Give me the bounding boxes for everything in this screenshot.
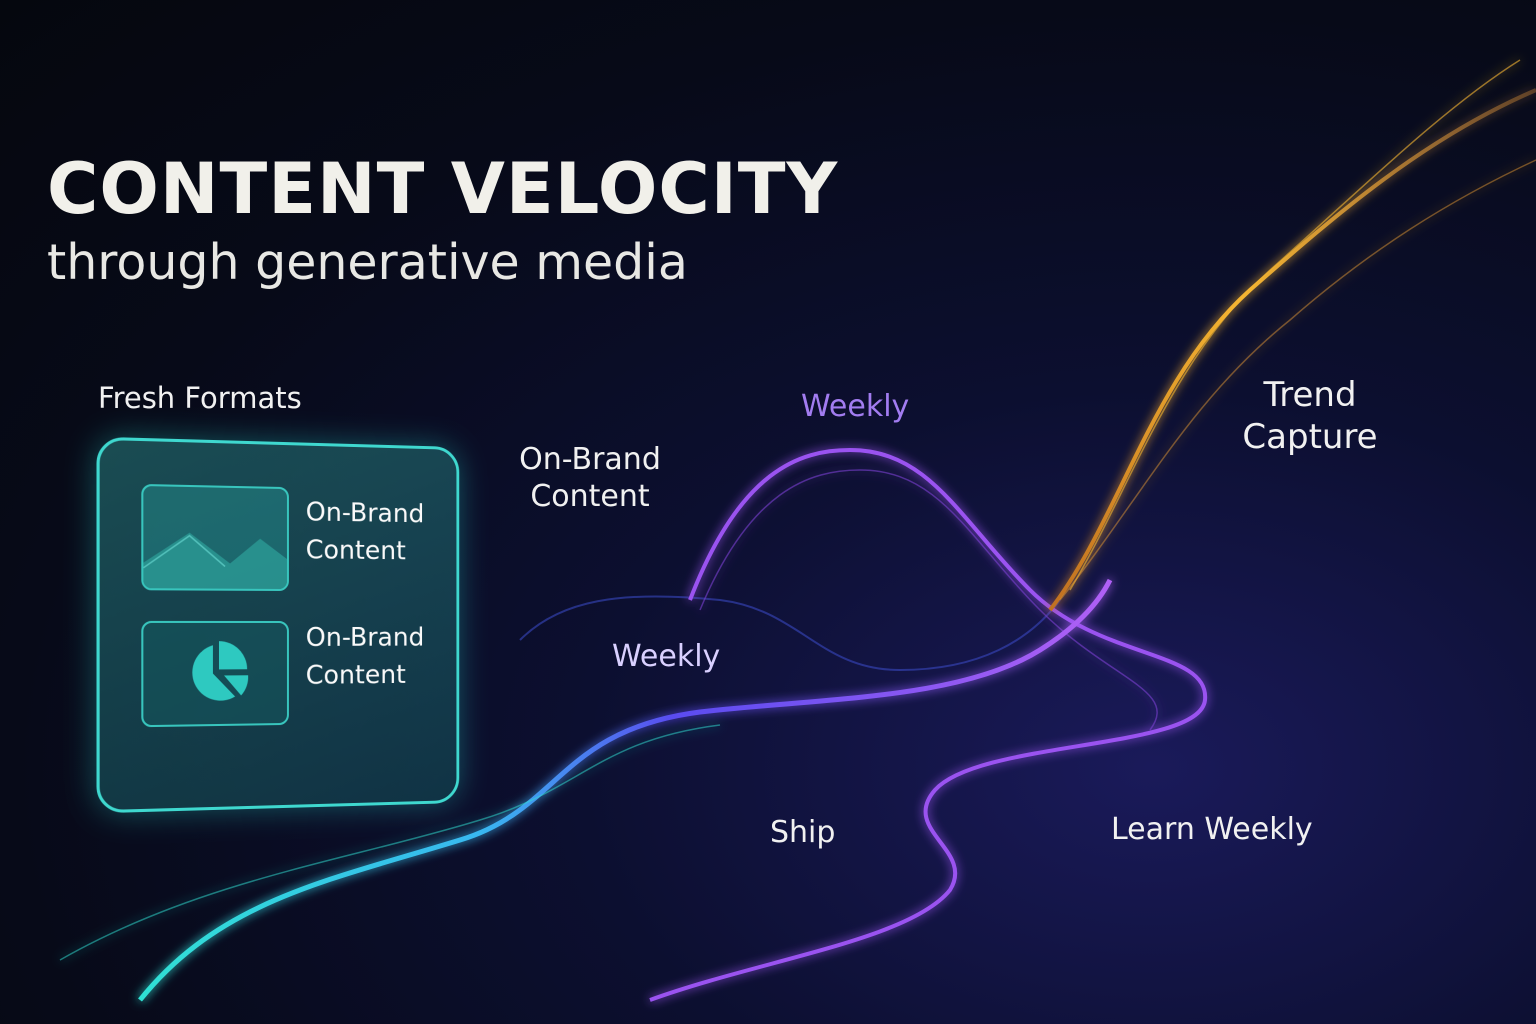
- trend-capture-label: Trend Capture: [1230, 374, 1390, 458]
- blue-band-curve: [520, 596, 1060, 670]
- ship-label: Ship: [770, 814, 835, 851]
- fresh-formats-label: Fresh Formats: [98, 380, 302, 417]
- on-brand-content-label: On-Brand Content: [500, 441, 680, 515]
- formats-card: On-Brand Content On-Brand Content: [97, 437, 460, 814]
- card-item-1-text: On-Brand Content: [306, 493, 425, 570]
- on-brand-line1: On-Brand: [500, 441, 680, 478]
- page-title: CONTENT VELOCITY: [47, 148, 838, 230]
- card-item-1-line2: Content: [306, 531, 425, 570]
- card-item-2-text: On-Brand Content: [306, 619, 425, 695]
- trend-line2: Capture: [1230, 416, 1390, 458]
- card-item-1-line1: On-Brand: [306, 493, 425, 533]
- pie-chart-icon: [141, 621, 289, 727]
- trend-line1: Trend: [1230, 374, 1390, 416]
- learn-weekly-label: Learn Weekly: [1111, 811, 1313, 848]
- card-item-2-line1: On-Brand: [306, 619, 425, 657]
- weekly-top-label: Weekly: [801, 388, 909, 425]
- trend-gold-curve: [1050, 60, 1536, 610]
- weekly-hump-curve: [650, 450, 1205, 1000]
- page-subtitle: through generative media: [47, 234, 688, 291]
- on-brand-line2: Content: [500, 478, 680, 515]
- mountain-image-icon: [141, 484, 289, 591]
- card-item-2-line2: Content: [306, 656, 425, 694]
- weekly-mid-label: Weekly: [612, 638, 720, 675]
